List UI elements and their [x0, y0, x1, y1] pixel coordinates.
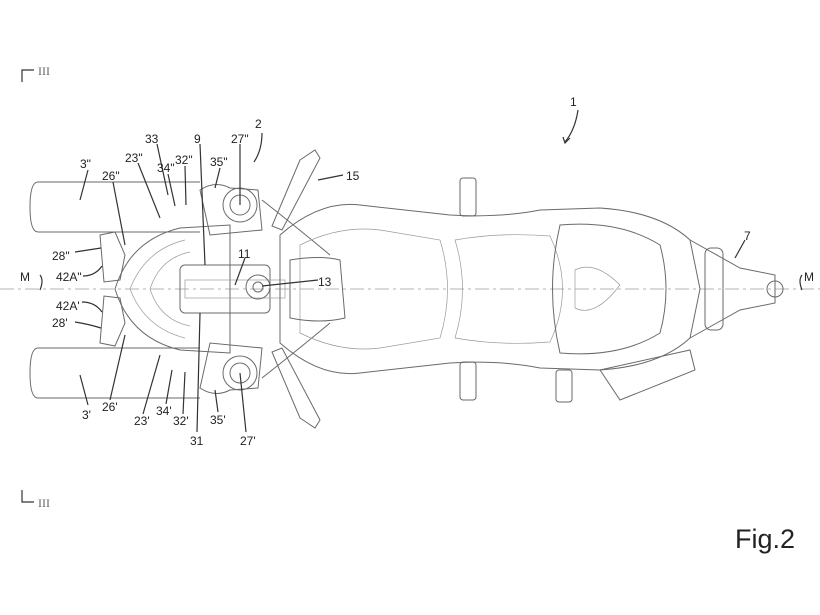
ref-label-34-single: 34': [156, 404, 172, 418]
axis-label-left: M: [20, 270, 30, 284]
ref-label-35-double: 35": [210, 155, 228, 169]
ref-label-7: 7: [744, 229, 751, 243]
ref-label-23-single: 23': [134, 414, 150, 428]
section-marker-top: III: [21, 64, 50, 82]
ref-label-28-double: 28": [52, 249, 70, 263]
ref-label-11: 11: [238, 247, 251, 261]
ref-label-42A-single: 42A': [56, 299, 80, 313]
ref-label-34-double: 34": [157, 161, 175, 175]
ref-label-32-double: 32": [175, 153, 193, 167]
ref-label-35-single: 35': [210, 413, 226, 427]
ref-label-15: 15: [346, 169, 360, 183]
ref-label-1: 1: [570, 95, 577, 109]
ref-label-26-single: 26': [102, 400, 118, 414]
ref-label-33: 33: [145, 132, 159, 146]
ref-label-3-single: 3': [82, 408, 91, 422]
ref-label-26-double: 26": [102, 169, 120, 183]
ref-label-31: 31: [190, 434, 204, 448]
fork-tube-lower: [29, 347, 200, 399]
leader-lines: [39, 109, 803, 433]
ref-label-42A-double: 42A": [56, 270, 82, 284]
section-marker-bottom: III: [21, 490, 50, 510]
ref-label-28-single: 28': [52, 316, 68, 330]
ref-label-23-double: 23": [125, 151, 143, 165]
ref-label-3-double: 3": [80, 157, 91, 171]
ref-label-32-single: 32': [173, 414, 189, 428]
ref-label-2: 2: [255, 117, 262, 131]
ref-label-13: 13: [318, 275, 332, 289]
section-label-bottom: III: [38, 496, 50, 510]
section-label-top: III: [38, 64, 50, 78]
axis-label-right: M: [804, 270, 814, 284]
figure-title: Fig.2: [735, 524, 795, 554]
ref-label-9: 9: [194, 132, 201, 146]
fork-tube-upper: [29, 181, 200, 233]
ref-label-27-double: 27": [231, 132, 249, 146]
ref-label-27-single: 27': [240, 434, 256, 448]
